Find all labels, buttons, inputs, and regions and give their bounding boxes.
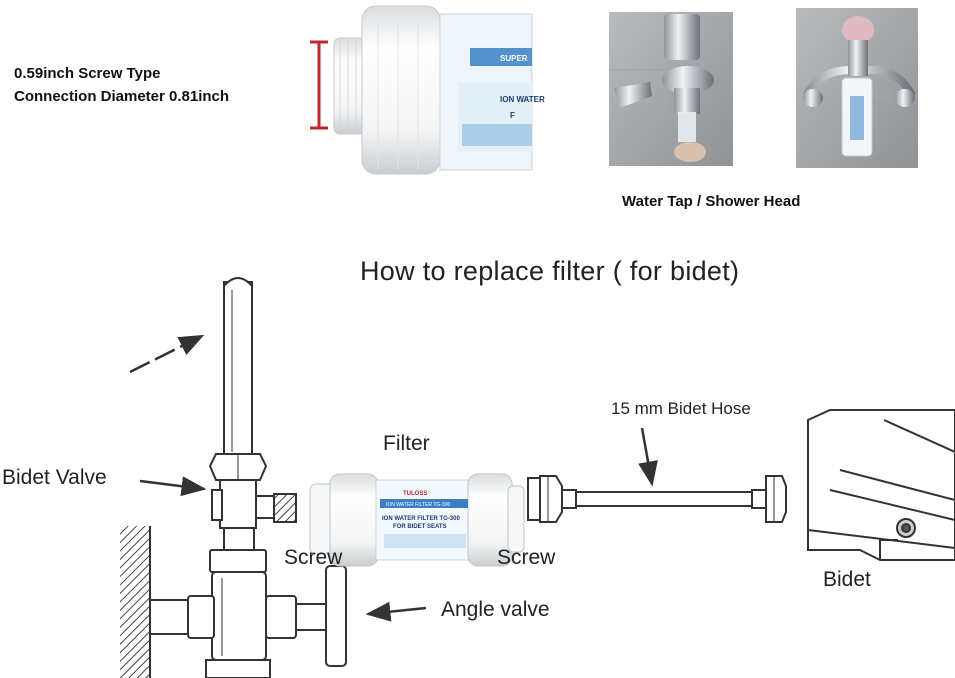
spec-line-2: Connection Diameter 0.81inch [14,88,230,105]
screw-left-label: Screw [284,546,343,569]
bidet-hose [527,475,787,523]
spec-line-1: 0.59inch Screw Type [14,65,161,82]
bidet-valve-arrow [139,476,207,497]
remove-pipe-arrow [129,334,205,374]
bidet-valve-assembly [208,277,297,573]
bidet-label: Bidet [823,568,871,591]
filter-label-band: ION WATER FILTER TG-300 [386,502,450,508]
angle-valve [149,565,347,678]
hose-arrow [638,427,658,487]
filter-closeup-photo: SUPER ION WATER F [310,0,545,210]
bidet-seat-drawing [807,409,955,561]
shower-head-photo [796,8,918,168]
screw-right-label: Screw [497,546,556,569]
hose-label: 15 mm Bidet Hose [611,399,751,418]
closeup-label-band: SUPER [500,54,528,63]
angle-valve-arrow [365,601,427,622]
angle-valve-label: Angle valve [441,598,550,621]
filter-brand: TULOSS [403,491,427,497]
filter-label-line-2: FOR BIDET SEATS [393,524,447,530]
wall-hatch [120,526,150,678]
closeup-label-line-1: ION WATER [500,95,545,104]
filter-label-line-1: ION WATER FILTER TG-300 [382,516,460,522]
filter-label: Filter [383,432,430,455]
photo-caption: Water Tap / Shower Head [622,193,801,210]
diameter-dimension-marker [310,40,328,130]
diagram-filter: TULOSS ION WATER FILTER TG-300 ION WATER… [309,473,525,567]
water-tap-photo [609,12,733,166]
connection-spec: 0.59inch Screw Type Connection Diameter … [14,62,229,108]
closeup-label-line-2: F [510,111,515,120]
diagram-title: How to replace filter ( for bidet) [360,256,740,286]
bidet-valve-label: Bidet Valve [2,466,107,489]
